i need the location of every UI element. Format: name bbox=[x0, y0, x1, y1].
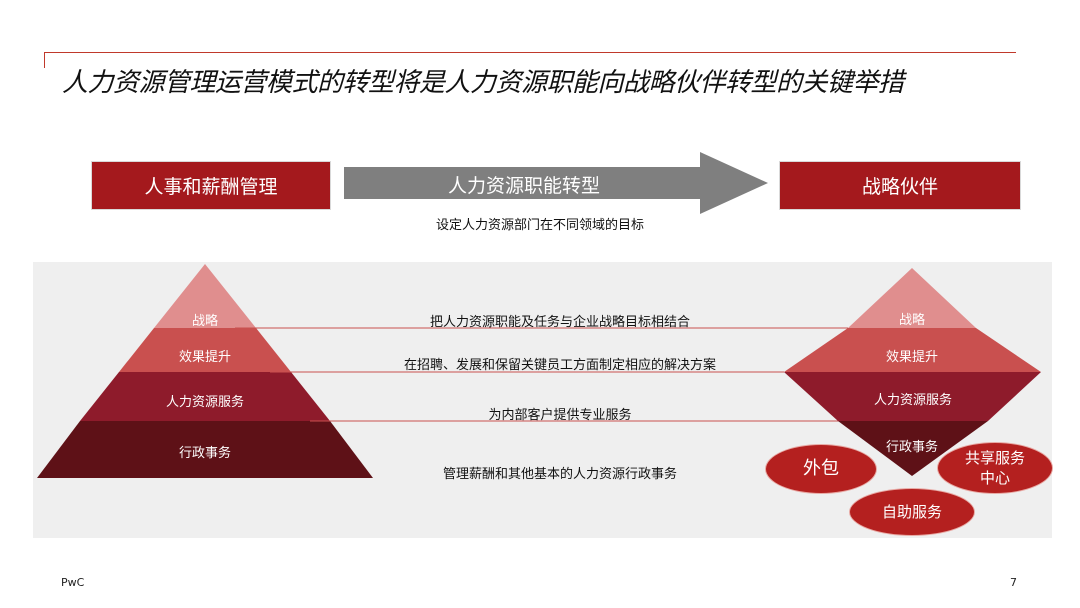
strategic-partner-label: 战略伙伴 bbox=[861, 176, 938, 198]
inverted-label-admin: 行政事务 bbox=[885, 440, 938, 455]
pyramid-level-strategy bbox=[154, 264, 256, 328]
inverted-level-hr-services bbox=[784, 372, 1041, 421]
shared-service-center-oval: 共享服务 中心 bbox=[937, 442, 1053, 494]
shared-service-label-line2: 中心 bbox=[979, 469, 1010, 487]
description-hr-services: 为内部客户提供专业服务 bbox=[488, 408, 632, 423]
outsourcing-label: 外包 bbox=[803, 458, 839, 479]
pyramid-level-hr-services bbox=[80, 372, 330, 421]
subtitle: 设定人力资源部门在不同领域的目标 bbox=[435, 218, 644, 233]
description-strategy: 把人力资源职能及任务与企业战略目标相结合 bbox=[429, 315, 690, 330]
pyramid-label-strategy: 战略 bbox=[191, 314, 218, 329]
pyramid-label-effectiveness: 效果提升 bbox=[178, 350, 231, 365]
pyramid-level-effectiveness bbox=[119, 328, 291, 372]
inverted-level-strategy bbox=[848, 268, 976, 328]
inverted-level-admin bbox=[838, 421, 988, 476]
description-effectiveness: 在招聘、发展和保留关键员工方面制定相应的解决方案 bbox=[403, 358, 716, 373]
hr-payroll-box: 人事和薪酬管理 bbox=[91, 161, 331, 210]
title-rule bbox=[44, 52, 1016, 53]
pyramid-label-admin: 行政事务 bbox=[178, 446, 231, 461]
inverted-level-effectiveness bbox=[784, 328, 1041, 372]
transformation-arrow bbox=[344, 152, 768, 214]
pyramid-level-admin bbox=[37, 421, 373, 478]
arrow-label: 人力资源职能转型 bbox=[447, 175, 600, 197]
shared-service-label-line1: 共享服务 bbox=[964, 449, 1025, 467]
inverted-label-hr-services: 人力资源服务 bbox=[873, 393, 952, 408]
title-tick bbox=[44, 52, 45, 68]
outsourcing-oval: 外包 bbox=[765, 444, 877, 494]
inverted-label-effectiveness: 效果提升 bbox=[885, 350, 938, 365]
self-service-label: 自助服务 bbox=[881, 503, 942, 521]
pyramid-label-hr-services: 人力资源服务 bbox=[165, 395, 244, 410]
self-service-oval: 自助服务 bbox=[849, 488, 975, 536]
strategic-partner-box: 战略伙伴 bbox=[779, 161, 1021, 210]
page-title: 人力资源管理运营模式的转型将是人力资源职能向战略伙伴转型的关键举措 bbox=[62, 68, 904, 98]
footer-page-number: 7 bbox=[1010, 576, 1017, 589]
footer-brand: PwC bbox=[61, 576, 85, 589]
inverted-label-strategy: 战略 bbox=[898, 313, 925, 328]
description-admin: 管理薪酬和其他基本的人力资源行政事务 bbox=[442, 467, 677, 482]
hr-payroll-label: 人事和薪酬管理 bbox=[144, 176, 278, 198]
